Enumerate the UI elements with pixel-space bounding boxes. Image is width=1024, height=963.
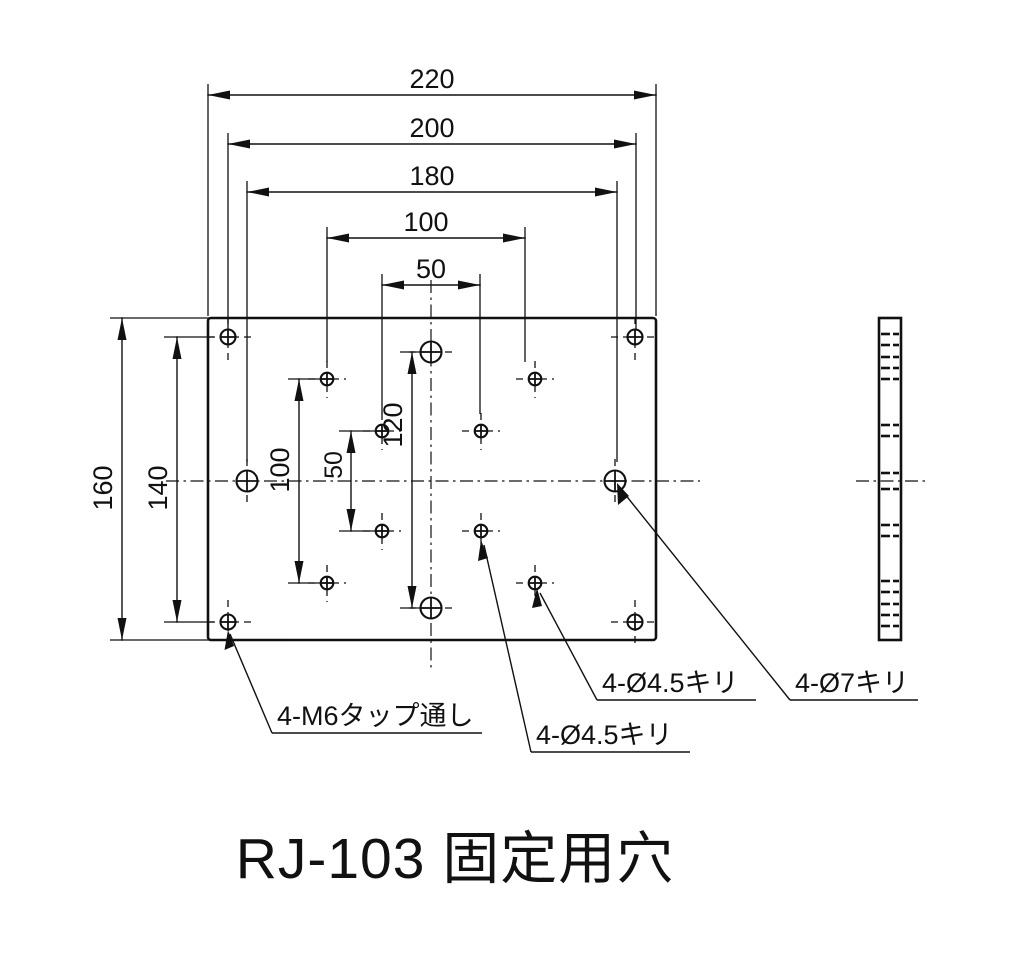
dimension-label-120-vertical: 120 bbox=[378, 402, 408, 447]
holes-m6-group bbox=[208, 317, 656, 643]
extension-lines-horizontal bbox=[207, 84, 657, 462]
plate-outline bbox=[206, 316, 658, 642]
hole-d45 bbox=[516, 565, 554, 602]
dimension-label-50-horizontal: 50 bbox=[416, 254, 446, 284]
dimension-100-horizontal: 100 bbox=[326, 207, 526, 243]
annotation-notes: 4-M6タップ通し 4-Ø4.5キリ 4-Ø4.5キリ 4 bbox=[224, 483, 918, 753]
horizontal-dimensions: 220 200 180 100 bbox=[207, 64, 657, 462]
hole-m6 bbox=[611, 317, 656, 361]
hole-d45 bbox=[462, 513, 500, 550]
dimension-200: 200 bbox=[227, 113, 637, 149]
dimension-label-50-vertical: 50 bbox=[320, 451, 348, 479]
dimension-label-160: 160 bbox=[88, 465, 118, 510]
note-d7-group: 4-Ø7キリ bbox=[617, 483, 918, 701]
page-title: RJ-103 固定用穴 bbox=[236, 827, 675, 891]
dimension-140: 140 bbox=[143, 336, 182, 623]
dimension-100-vertical: 100 bbox=[265, 378, 304, 584]
dimension-label-100-vertical: 100 bbox=[265, 447, 295, 492]
holes-d7-group bbox=[235, 340, 627, 620]
dimension-label-100-horizontal: 100 bbox=[403, 207, 448, 237]
note-d45-b-group: 4-Ø4.5キリ bbox=[532, 588, 756, 701]
note-label-m6: 4-M6タップ通し bbox=[277, 701, 474, 731]
extension-lines-vertical bbox=[110, 317, 440, 641]
dimension-50-vertical: 50 bbox=[320, 430, 356, 532]
note-label-d45-b: 4-Ø4.5キリ bbox=[602, 668, 739, 698]
hole-m6 bbox=[208, 600, 252, 643]
hole-d7 bbox=[603, 459, 627, 503]
hole-m6 bbox=[611, 600, 656, 643]
dimension-180: 180 bbox=[246, 161, 618, 197]
note-d45-a-group: 4-Ø4.5キリ bbox=[478, 540, 690, 753]
dimension-label-220: 220 bbox=[409, 64, 454, 94]
dimension-160: 160 bbox=[88, 317, 127, 641]
dimension-label-140: 140 bbox=[143, 465, 173, 510]
dimension-label-200: 200 bbox=[409, 113, 454, 143]
hole-m6 bbox=[208, 317, 252, 361]
dimension-220: 220 bbox=[207, 64, 657, 100]
side-view bbox=[877, 316, 903, 642]
side-view-outline bbox=[877, 316, 903, 642]
vertical-dimensions: 160 140 100 50 bbox=[88, 317, 440, 641]
note-m6-group: 4-M6タップ通し bbox=[224, 630, 482, 734]
hole-d45 bbox=[462, 413, 500, 450]
dimension-50-horizontal: 50 bbox=[381, 254, 481, 290]
note-label-d45-a: 4-Ø4.5キリ bbox=[536, 720, 673, 750]
dimension-label-180: 180 bbox=[409, 161, 454, 191]
dimension-120-vertical: 120 bbox=[378, 351, 417, 609]
side-view-hatching bbox=[881, 332, 899, 628]
hole-d7 bbox=[235, 459, 259, 503]
hole-d45 bbox=[516, 361, 554, 398]
note-label-d7: 4-Ø7キリ bbox=[795, 668, 909, 698]
